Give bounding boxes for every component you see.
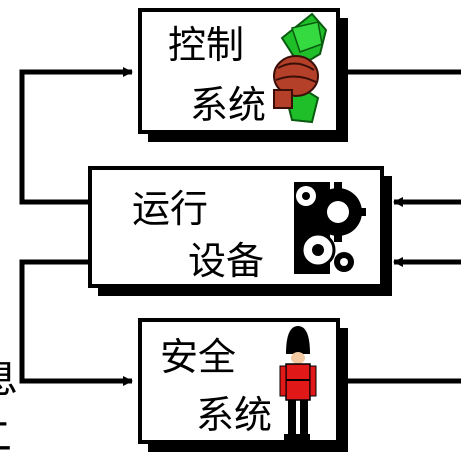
- connectors: [19, 67, 461, 386]
- arrow-to-safety: [19, 259, 133, 386]
- control-system-label-line2: 系统: [190, 83, 266, 127]
- operating-equipment-box: 运行 设备: [88, 166, 392, 296]
- safety-system-label-line2: 系统: [196, 393, 272, 437]
- safety-system-box: 安全 系统: [138, 318, 348, 452]
- safety-system-label-line1: 安全: [160, 335, 236, 379]
- edge-text-char1: 息: [0, 356, 18, 402]
- equipment-label-line1: 运行: [132, 187, 208, 231]
- control-system-label-line1: 控制: [168, 23, 244, 67]
- edge-text-char2: 二: [0, 414, 12, 452]
- control-system-box: 控制 系统: [138, 8, 348, 142]
- gears-icon: [292, 182, 366, 274]
- equipment-label-line2: 设备: [188, 239, 264, 283]
- arrow-to-control: [19, 67, 133, 205]
- money-fist-icon: [273, 12, 328, 124]
- guard-icon: [279, 326, 317, 440]
